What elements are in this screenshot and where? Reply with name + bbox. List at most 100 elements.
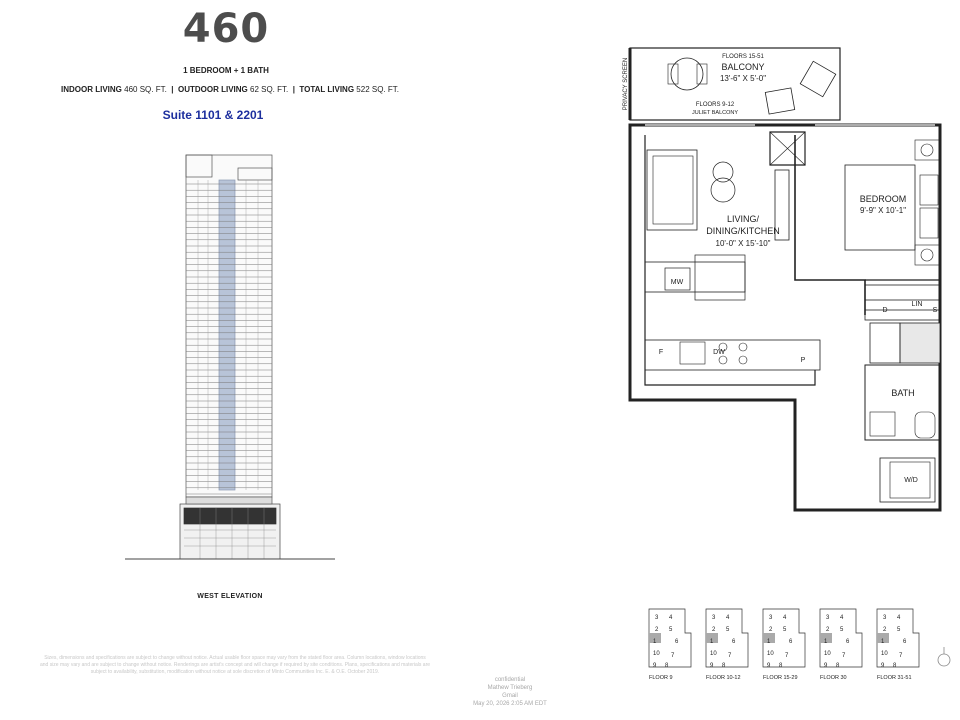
keyplan-unit-number: 9 bbox=[653, 663, 657, 669]
pantry-label: P bbox=[801, 357, 806, 364]
suite-floor-plan: PRIVACY SCREEN FLOORS 15-51 BALCONY 13'-… bbox=[623, 47, 942, 512]
dryer-label: D bbox=[882, 307, 887, 314]
keyplan-highlight bbox=[649, 633, 661, 643]
keyplan-unit-number: 1 bbox=[710, 639, 714, 645]
area-summary: INDOOR LIVING 460 SQ. FT. | OUTDOOR LIVI… bbox=[0, 85, 460, 94]
separator: | bbox=[171, 85, 174, 94]
disclaimer-line: subject to availability, substitution, m… bbox=[90, 669, 380, 675]
keyplan-unit-number: 5 bbox=[897, 627, 901, 633]
confidential-line: May 20, 2026 2:05 AM EDT bbox=[473, 701, 547, 707]
keyplan-unit-number: 10 bbox=[824, 651, 831, 657]
keyplan-unit-number: 9 bbox=[710, 663, 714, 669]
keyplan-unit-number: 4 bbox=[669, 615, 673, 621]
indoor-value: 460 SQ. FT. bbox=[124, 85, 167, 94]
keyplan-unit-number: 4 bbox=[726, 615, 730, 621]
bath-label: BATH bbox=[891, 388, 914, 398]
balcony-table-icon bbox=[667, 57, 708, 91]
disclaimer-line: and size may vary and are subject to cha… bbox=[39, 662, 431, 668]
keyplan-unit-number: 6 bbox=[846, 639, 850, 645]
keyplan-unit-number: 7 bbox=[671, 653, 675, 659]
keyplan-label: FLOOR 15-29 bbox=[763, 675, 798, 681]
total-label: TOTAL LIVING bbox=[299, 85, 355, 94]
balcony-dims-label: 13'-6" X 5'-0" bbox=[720, 74, 766, 83]
keyplan-highlight bbox=[763, 633, 775, 643]
keyplan-unit-number: 7 bbox=[899, 653, 903, 659]
keyplan-unit-number: 1 bbox=[653, 639, 657, 645]
keyplan-outline bbox=[648, 608, 692, 668]
keyplan-unit-number: 4 bbox=[783, 615, 787, 621]
storage-label: S bbox=[933, 307, 938, 314]
living-dims-label: 10'-0" X 15'-10" bbox=[716, 239, 771, 248]
keyplan-unit-number: 3 bbox=[883, 615, 887, 621]
total-value: 522 SQ. FT. bbox=[356, 85, 399, 94]
keyplan-unit-number: 2 bbox=[883, 627, 887, 633]
building-elevation-drawing bbox=[125, 154, 335, 560]
elevation-label: WEST ELEVATION bbox=[197, 593, 263, 600]
keyplan-unit-number: 3 bbox=[769, 615, 773, 621]
privacy-screen-label: PRIVACY SCREEN bbox=[623, 58, 629, 110]
keyplan-unit-number: 3 bbox=[826, 615, 830, 621]
keyplan-unit-number: 7 bbox=[728, 653, 732, 659]
keyplan-label: FLOOR 30 bbox=[820, 675, 847, 681]
juliet-name-label: JULIET BALCONY bbox=[692, 110, 738, 116]
keyplan-unit-number: 2 bbox=[655, 627, 659, 633]
keyplan-unit-number: 9 bbox=[824, 663, 828, 669]
keyplan-unit-number: 7 bbox=[842, 653, 846, 659]
keyplan-outline bbox=[876, 608, 920, 668]
balcony-name-label: BALCONY bbox=[721, 62, 764, 72]
outdoor-label: OUTDOOR LIVING bbox=[177, 85, 248, 94]
keyplan-unit-number: 4 bbox=[840, 615, 844, 621]
keyplan-unit-number: 10 bbox=[767, 651, 774, 657]
keyplan-unit-number: 10 bbox=[710, 651, 717, 657]
keyplan-unit-number: 10 bbox=[881, 651, 888, 657]
keyplan-unit-number: 6 bbox=[675, 639, 679, 645]
keyplan-unit-number: 7 bbox=[785, 653, 789, 659]
keyplan-highlight bbox=[877, 633, 889, 643]
living-label-1: LIVING/ bbox=[727, 214, 760, 224]
keyplan-highlight bbox=[706, 633, 718, 643]
keyplan-unit-number: 3 bbox=[712, 615, 716, 621]
keyplan-unit-number: 1 bbox=[824, 639, 828, 645]
living-label-2: DINING/KITCHEN bbox=[706, 226, 780, 236]
keyplan-unit-number: 6 bbox=[903, 639, 907, 645]
keyplan-unit-number: 5 bbox=[726, 627, 730, 633]
balcony-chair-icon bbox=[764, 60, 837, 115]
confidential-watermark: confidential Mathew Trieberg Gmail May 2… bbox=[450, 676, 570, 708]
separator: | bbox=[292, 85, 295, 94]
outdoor-value: 62 SQ. FT. bbox=[250, 85, 289, 94]
keyplan-unit-number: 10 bbox=[653, 651, 660, 657]
keyplan-unit-number: 5 bbox=[783, 627, 787, 633]
keyplan-unit-number: 2 bbox=[769, 627, 773, 633]
confidential-line: Gmail bbox=[502, 693, 518, 699]
keyplan-unit-number: 5 bbox=[840, 627, 844, 633]
indoor-label: INDOOR LIVING bbox=[61, 85, 122, 94]
bedroom-dims-label: 9'-9" X 10'-1" bbox=[860, 206, 906, 215]
keyplan-label: FLOOR 9 bbox=[649, 675, 673, 681]
keyplan-unit-number: 4 bbox=[897, 615, 901, 621]
mw-label: MW bbox=[671, 279, 684, 286]
confidential-line: confidential bbox=[494, 677, 526, 683]
keyplan-unit-number: 9 bbox=[767, 663, 771, 669]
unit-size-title: 460 bbox=[182, 6, 270, 52]
suite-number: Suite 1101 & 2201 bbox=[162, 108, 264, 122]
keyplan-unit-number: 9 bbox=[881, 663, 885, 669]
keyplan-outline bbox=[705, 608, 749, 668]
keyplan-unit-number: 8 bbox=[893, 663, 897, 669]
disclaimer-line: Sizes, dimensions and specifications are… bbox=[44, 655, 426, 661]
balcony-floors-label: FLOORS 15-51 bbox=[722, 54, 764, 60]
legal-disclaimer: Sizes, dimensions and specifications are… bbox=[0, 655, 470, 676]
keyplan-unit-number: 6 bbox=[789, 639, 793, 645]
keyplan-label: FLOOR 31-51 bbox=[877, 675, 912, 681]
keyplan-unit-number: 6 bbox=[732, 639, 736, 645]
fridge-label: F bbox=[659, 349, 663, 356]
juliet-floors-label: FLOORS 9-12 bbox=[696, 102, 735, 108]
bedroom-label: BEDROOM bbox=[860, 194, 907, 204]
washer-dryer-label: W/D bbox=[904, 477, 918, 484]
keyplan-outline bbox=[819, 608, 863, 668]
keyplan-unit-number: 5 bbox=[669, 627, 673, 633]
confidential-line: Mathew Trieberg bbox=[487, 685, 533, 691]
